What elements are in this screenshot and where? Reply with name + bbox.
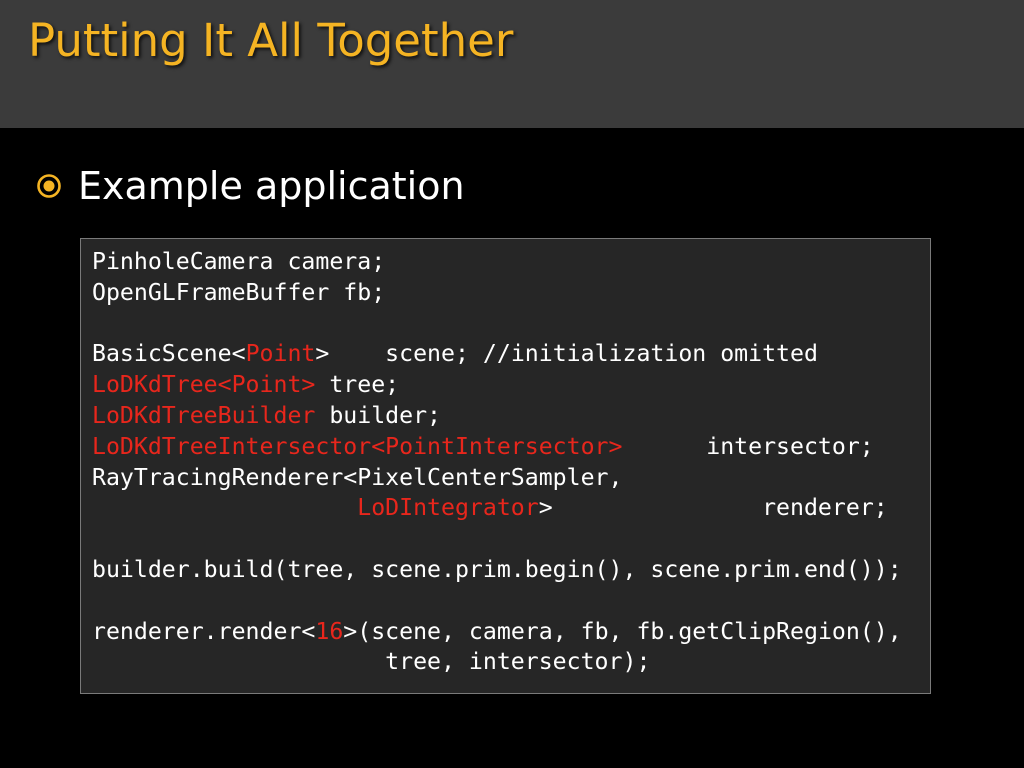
code-line: OpenGLFrameBuffer fb; [92, 278, 902, 309]
code-token: tree, intersector); [92, 648, 651, 676]
code-line: LoDIntegrator> renderer; [92, 493, 902, 524]
code-token-highlight: LoDKdTreeBuilder [92, 401, 316, 429]
bullet-item: Example application [36, 156, 465, 216]
code-line: tree, intersector); [92, 647, 902, 678]
code-token: OpenGLFrameBuffer fb; [92, 278, 386, 306]
code-line: LoDKdTreeIntersector<PointIntersector> i… [92, 432, 902, 463]
code-token: tree; [315, 371, 400, 399]
code-token: > renderer; [538, 494, 888, 522]
code-token: intersector; [622, 432, 874, 460]
code-token: RayTracingRenderer<PixelCenterSampler, [92, 463, 623, 491]
code-line: LoDKdTree<Point> tree; [92, 370, 902, 401]
title-bar: Putting It All Together [0, 0, 1024, 128]
radio-circle-icon [36, 173, 62, 199]
code-token: >(scene, camera, fb, fb.getClipRegion(), [343, 617, 902, 645]
code-token: PinholeCamera camera; [92, 248, 386, 275]
code-line: LoDKdTreeBuilder builder; [92, 401, 902, 432]
code-line: ​ [92, 309, 902, 340]
code-line: ​ [92, 524, 902, 555]
bullet-text: Example application [78, 164, 465, 208]
code-block: PinholeCamera camera; OpenGLFrameBuffer f… [80, 238, 931, 694]
code-token: > scene; //initialization omitted [315, 340, 818, 368]
radio-circle-icon-svg [37, 174, 61, 198]
code-line: renderer.render<16>(scene, camera, fb, f… [92, 617, 902, 648]
code-listing: PinholeCamera camera; OpenGLFrameBuffer f… [92, 247, 902, 678]
code-token-highlight: Point [245, 340, 316, 368]
code-token-highlight: LoDKdTreeIntersector<PointIntersector> [92, 432, 623, 460]
code-token-highlight: LoDKdTree<Point> [92, 371, 316, 399]
code-token: BasicScene< [92, 340, 246, 368]
code-token [92, 494, 357, 521]
code-line: PinholeCamera camera; [92, 247, 902, 278]
code-token: renderer.render< [92, 617, 316, 645]
code-line: RayTracingRenderer<PixelCenterSampler, [92, 463, 902, 494]
code-token-highlight: LoDIntegrator [357, 494, 539, 522]
slide-title: Putting It All Together [28, 14, 514, 67]
code-line: ​ [92, 586, 902, 617]
code-token: builder; [315, 401, 442, 429]
code-line: BasicScene<Point> scene; //initializatio… [92, 339, 902, 370]
code-token: builder.build(tree, scene.prim.begin(), … [92, 555, 902, 583]
code-token-highlight: 16 [315, 617, 344, 645]
code-line: builder.build(tree, scene.prim.begin(), … [92, 555, 902, 586]
